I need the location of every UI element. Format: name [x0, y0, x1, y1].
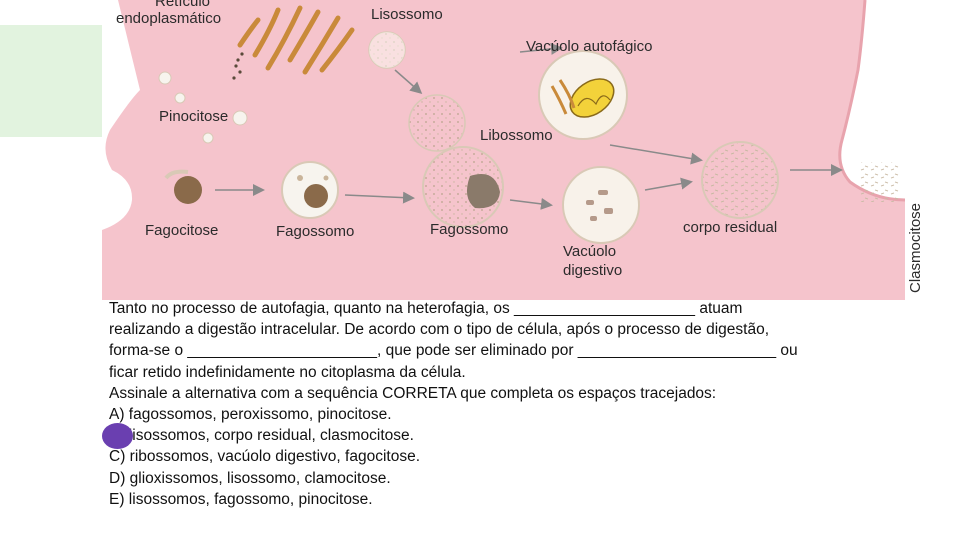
question-line: Tanto no processo de autofagia, quanto n…: [109, 300, 743, 317]
residual-body: [701, 141, 779, 219]
label-digestive-vacuole-line2: digestivo: [563, 262, 622, 279]
question-line: forma-se o ______________________, que p…: [109, 342, 798, 360]
question-line: Assinale a alternativa com a sequência C…: [109, 384, 717, 402]
label-residual-body: corpo residual: [683, 219, 777, 236]
option-a[interactable]: A) fagossomos, peroxissomo, pinocitose.: [109, 406, 392, 424]
question-line: ficar retido indefinidamente no citoplas…: [109, 363, 466, 381]
label-clasmocytosis: Clasmocitose: [907, 203, 924, 293]
option-c[interactable]: C) ribossomos, vacúolo digestivo, fagoci…: [109, 448, 421, 466]
pinocytosis-vesicles: [158, 71, 248, 144]
process-arrows: [215, 42, 843, 210]
label-reticulum-line2: endoplasmático: [116, 10, 221, 27]
label-reticulum-line1: Retículo: [155, 0, 210, 10]
label-phagosome-left: Fagossomo: [276, 223, 354, 240]
endoplasmic-reticulum: [237, 5, 355, 75]
digestive-vacuole: [562, 166, 640, 244]
clasmocytosis-particles: [860, 162, 900, 202]
question-block: Tanto no processo de autofagia, quanto n…: [109, 298, 929, 510]
mint-side-panel: [0, 25, 102, 137]
option-d[interactable]: D) glioxissomos, lisossomo, clamocitose.: [109, 469, 391, 487]
label-lysosome-mid: Libossomo: [480, 127, 553, 144]
cell-digestion-diagram: Retículo endoplasmático Lisossomo Vacúol…: [0, 0, 924, 300]
lysosome-mid: [408, 94, 466, 152]
phagocytosis-particle: [174, 176, 202, 204]
label-lysosome: Lisossomo: [371, 6, 443, 23]
option-b[interactable]: B) lisossomos, corpo residual, clasmocit…: [109, 427, 414, 445]
cytoplasm: [102, 0, 905, 300]
label-autophagic-vacuole: Vacúolo autofágico: [526, 38, 652, 55]
ribosome-dots: [232, 52, 244, 80]
answer-marker: [102, 423, 133, 449]
mitochondrion: [569, 78, 615, 118]
label-pinocytosis: Pinocitose: [159, 108, 228, 125]
label-phagosome-mid: Fagossomo: [430, 221, 508, 238]
question-line: realizando a digestão intracelular. De a…: [109, 321, 770, 339]
option-e[interactable]: E) lisossomos, fagossomo, pinocitose.: [109, 490, 373, 508]
label-phagocytosis: Fagocitose: [145, 222, 218, 239]
label-digestive-vacuole-line1: Vacúolo: [563, 243, 616, 260]
